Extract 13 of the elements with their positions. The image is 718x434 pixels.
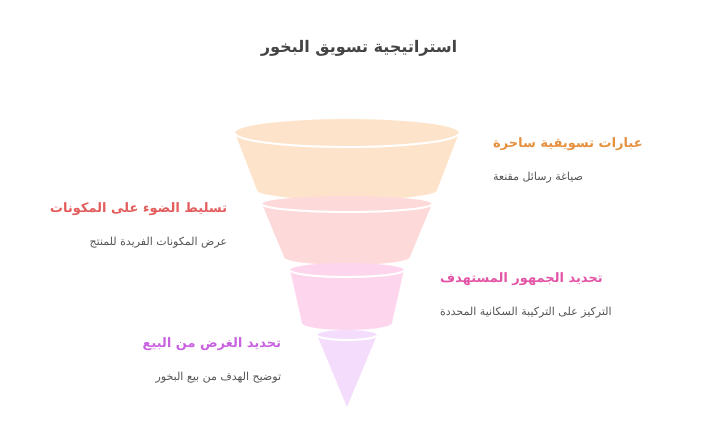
- diagram-title: استراتيجية تسويق البخور: [260, 36, 458, 58]
- stage-description: عرض المكونات الفريدة للمنتج: [90, 234, 227, 250]
- funnel-segment: [235, 119, 459, 200]
- stage-heading: تسليط الضوء على المكونات: [50, 200, 227, 217]
- stage-description: صياغة رسائل مقنعة: [493, 169, 583, 185]
- stage-description: توضيح الهدف من بيع البخور: [156, 369, 281, 385]
- stage-heading: تحديد الغرض من البيع: [142, 335, 281, 352]
- stage-heading: تحديد الجمهور المستهدف: [440, 270, 603, 287]
- stage-heading: عبارات تسويقية ساحرة: [493, 135, 643, 152]
- funnel-segment: [262, 196, 432, 265]
- funnel-segment: [317, 330, 377, 407]
- stage-description: التركيز على التركيبة السكانية المحددة: [440, 304, 612, 320]
- funnel-segment: [290, 263, 404, 330]
